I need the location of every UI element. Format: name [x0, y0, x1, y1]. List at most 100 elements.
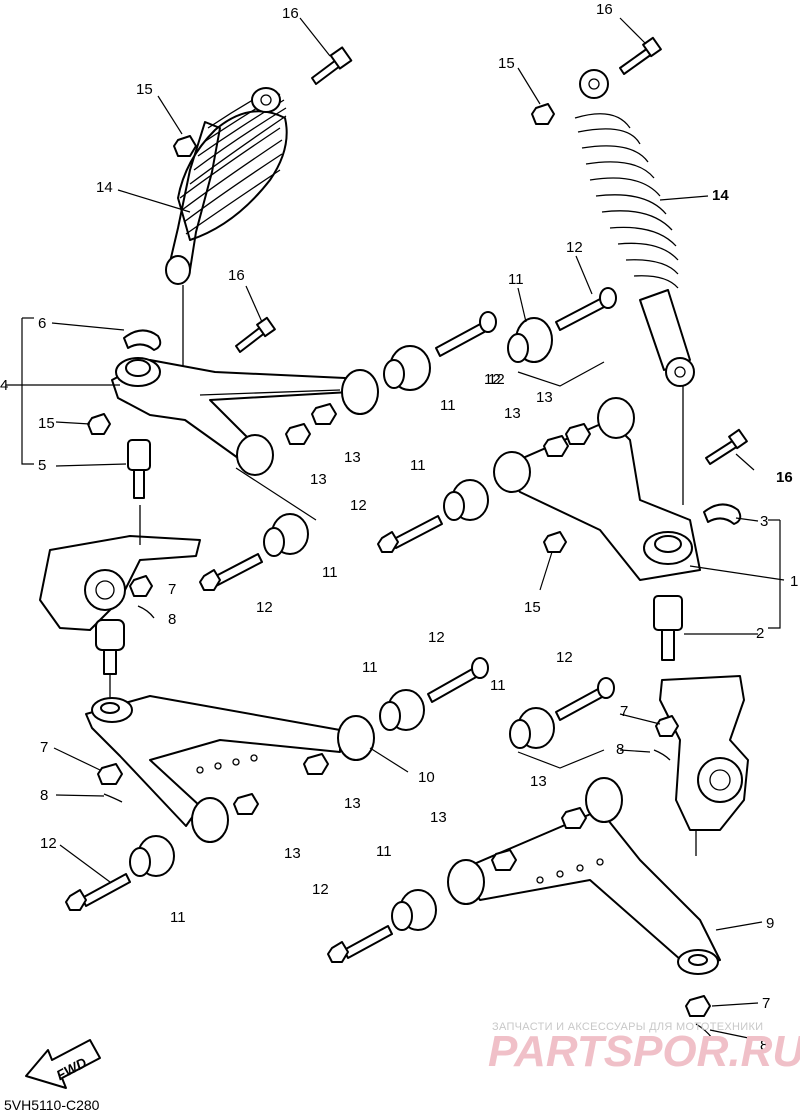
right-shock-absorber — [574, 69, 695, 505]
ball-joint-2 — [653, 595, 683, 661]
circlip-3 — [703, 503, 742, 525]
callout-12: 12 — [488, 371, 505, 388]
callout-5: 5 — [38, 457, 46, 474]
nut-7-left-lower — [97, 763, 123, 785]
callout-2: 2 — [756, 625, 764, 642]
callout-13: 13 — [536, 389, 553, 406]
callout-4: 4 — [0, 377, 8, 394]
nut-7-left-upper — [129, 575, 153, 597]
nut-13-upper-left-a — [285, 423, 311, 445]
left-steering-knuckle — [39, 505, 201, 631]
callout-15: 15 — [524, 599, 541, 616]
watermark: ЗАПЧАСТИ И АКСЕССУАРЫ ДЛЯ МОТОТЕХНИКИ PA… — [488, 1021, 800, 1076]
callout-1: 1 — [790, 573, 798, 590]
callout-12: 12 — [256, 599, 273, 616]
callout-12: 12 — [428, 629, 445, 646]
callout-16: 16 — [228, 267, 245, 284]
nut-13-left-lower-a — [303, 753, 329, 775]
bushing-11-right-mid — [443, 479, 489, 521]
callout-11: 11 — [376, 843, 392, 860]
callout-13: 13 — [310, 471, 327, 488]
callout-15: 15 — [498, 55, 515, 72]
nut-13-upper-left-b — [311, 403, 337, 425]
watermark-caption: ЗАПЧАСТИ И АКСЕССУАРЫ ДЛЯ МОТОТЕХНИКИ — [492, 1021, 763, 1033]
callout-13: 13 — [344, 795, 361, 812]
callout-11: 11 — [410, 457, 426, 474]
bushing-11-right-lower-upper — [509, 707, 555, 749]
callout-12: 12 — [350, 497, 367, 514]
ball-joint-left-lower — [95, 619, 125, 700]
bushing-11-left-lower-upper — [379, 689, 425, 731]
left-upper-arm — [111, 357, 379, 476]
nut-13-left-lower-b — [233, 793, 259, 815]
callout-13: 13 — [504, 405, 521, 422]
callout-12: 12 — [566, 239, 583, 256]
callout-12: 12 — [312, 881, 329, 898]
circlip-6 — [123, 329, 162, 351]
cotter-pin-8-left-upper — [137, 605, 155, 619]
callout-11: 11 — [508, 271, 524, 288]
bushing-11-upper-left — [383, 345, 431, 391]
watermark-brand: PARTSPOR.RU — [488, 1027, 800, 1076]
bolt-16-mid-right — [705, 428, 748, 465]
cotter-pin-8-left-lower — [103, 793, 123, 803]
callout-12: 12 — [40, 835, 57, 852]
callout-11: 11 — [170, 909, 186, 926]
nut-13-right-lower-b — [491, 849, 517, 871]
callout-13: 13 — [284, 845, 301, 862]
bushing-11-left-lower — [263, 513, 309, 557]
bolt-12-right-bottom — [327, 925, 393, 963]
callout-7: 7 — [168, 581, 176, 598]
callout-8: 8 — [168, 611, 176, 628]
callout-8: 8 — [760, 1037, 768, 1054]
nut-13-right-lower-a — [561, 807, 587, 829]
ball-joint-5 — [127, 439, 151, 499]
bolt-12-upper-right — [555, 287, 617, 331]
nut-15-upper-left — [173, 135, 197, 157]
right-upper-arm — [493, 397, 701, 581]
callout-9: 9 — [766, 915, 774, 932]
callout-11: 11 — [440, 397, 456, 414]
bolt-16-upper-left — [311, 46, 353, 85]
callout-3: 3 — [760, 513, 768, 530]
bolt-12-left-lower — [199, 553, 263, 591]
callout-16: 16 — [776, 469, 793, 486]
left-lower-arm-10 — [85, 695, 375, 843]
callout-labels: 16 15 14 16 6 4 15 5 13 13 11 12 11 12 7… — [0, 1, 798, 1054]
callout-8: 8 — [40, 787, 48, 804]
callout-15: 15 — [136, 81, 153, 98]
nut-13-upper-right-b — [565, 423, 591, 445]
callout-11: 11 — [322, 564, 338, 581]
nut-7-right-upper — [655, 715, 679, 737]
nut-15-mid-right — [543, 531, 567, 553]
callout-14: 14 — [96, 179, 113, 196]
callout-15: 15 — [38, 415, 55, 432]
callout-7: 7 — [762, 995, 770, 1012]
diagram-code: 5VH5110-C280 — [4, 1097, 100, 1113]
callout-7: 7 — [40, 739, 48, 756]
cotter-pin-8-right-upper — [653, 749, 671, 761]
callout-11: 11 — [490, 677, 506, 694]
bushing-11-upper-right — [507, 317, 553, 363]
callout-7: 7 — [620, 703, 628, 720]
callout-13: 13 — [530, 773, 547, 790]
bolt-12-left-lower-upper — [427, 657, 489, 703]
nut-15-upper-right — [531, 103, 555, 125]
right-steering-knuckle — [659, 675, 749, 856]
bushing-11-right-bottom — [391, 889, 437, 931]
bolt-16-upper-right — [619, 36, 662, 75]
cotter-pin-8-right-lower — [695, 1023, 713, 1039]
callout-13: 13 — [344, 449, 361, 466]
nut-13-upper-right-a — [543, 435, 569, 457]
fwd-arrow: FWD — [25, 1039, 101, 1089]
nut-15-mid-left — [87, 413, 111, 435]
callout-12: 12 — [484, 371, 501, 388]
bolt-12-right-mid — [377, 515, 443, 553]
left-shock-absorber — [165, 87, 288, 395]
bushing-11-left-bottom — [129, 835, 175, 877]
callout-16: 16 — [282, 5, 299, 22]
callout-13: 13 — [430, 809, 447, 826]
callout-16: 16 — [596, 1, 613, 18]
bolt-12-upper-left — [435, 311, 497, 357]
callout-12: 12 — [556, 649, 573, 666]
